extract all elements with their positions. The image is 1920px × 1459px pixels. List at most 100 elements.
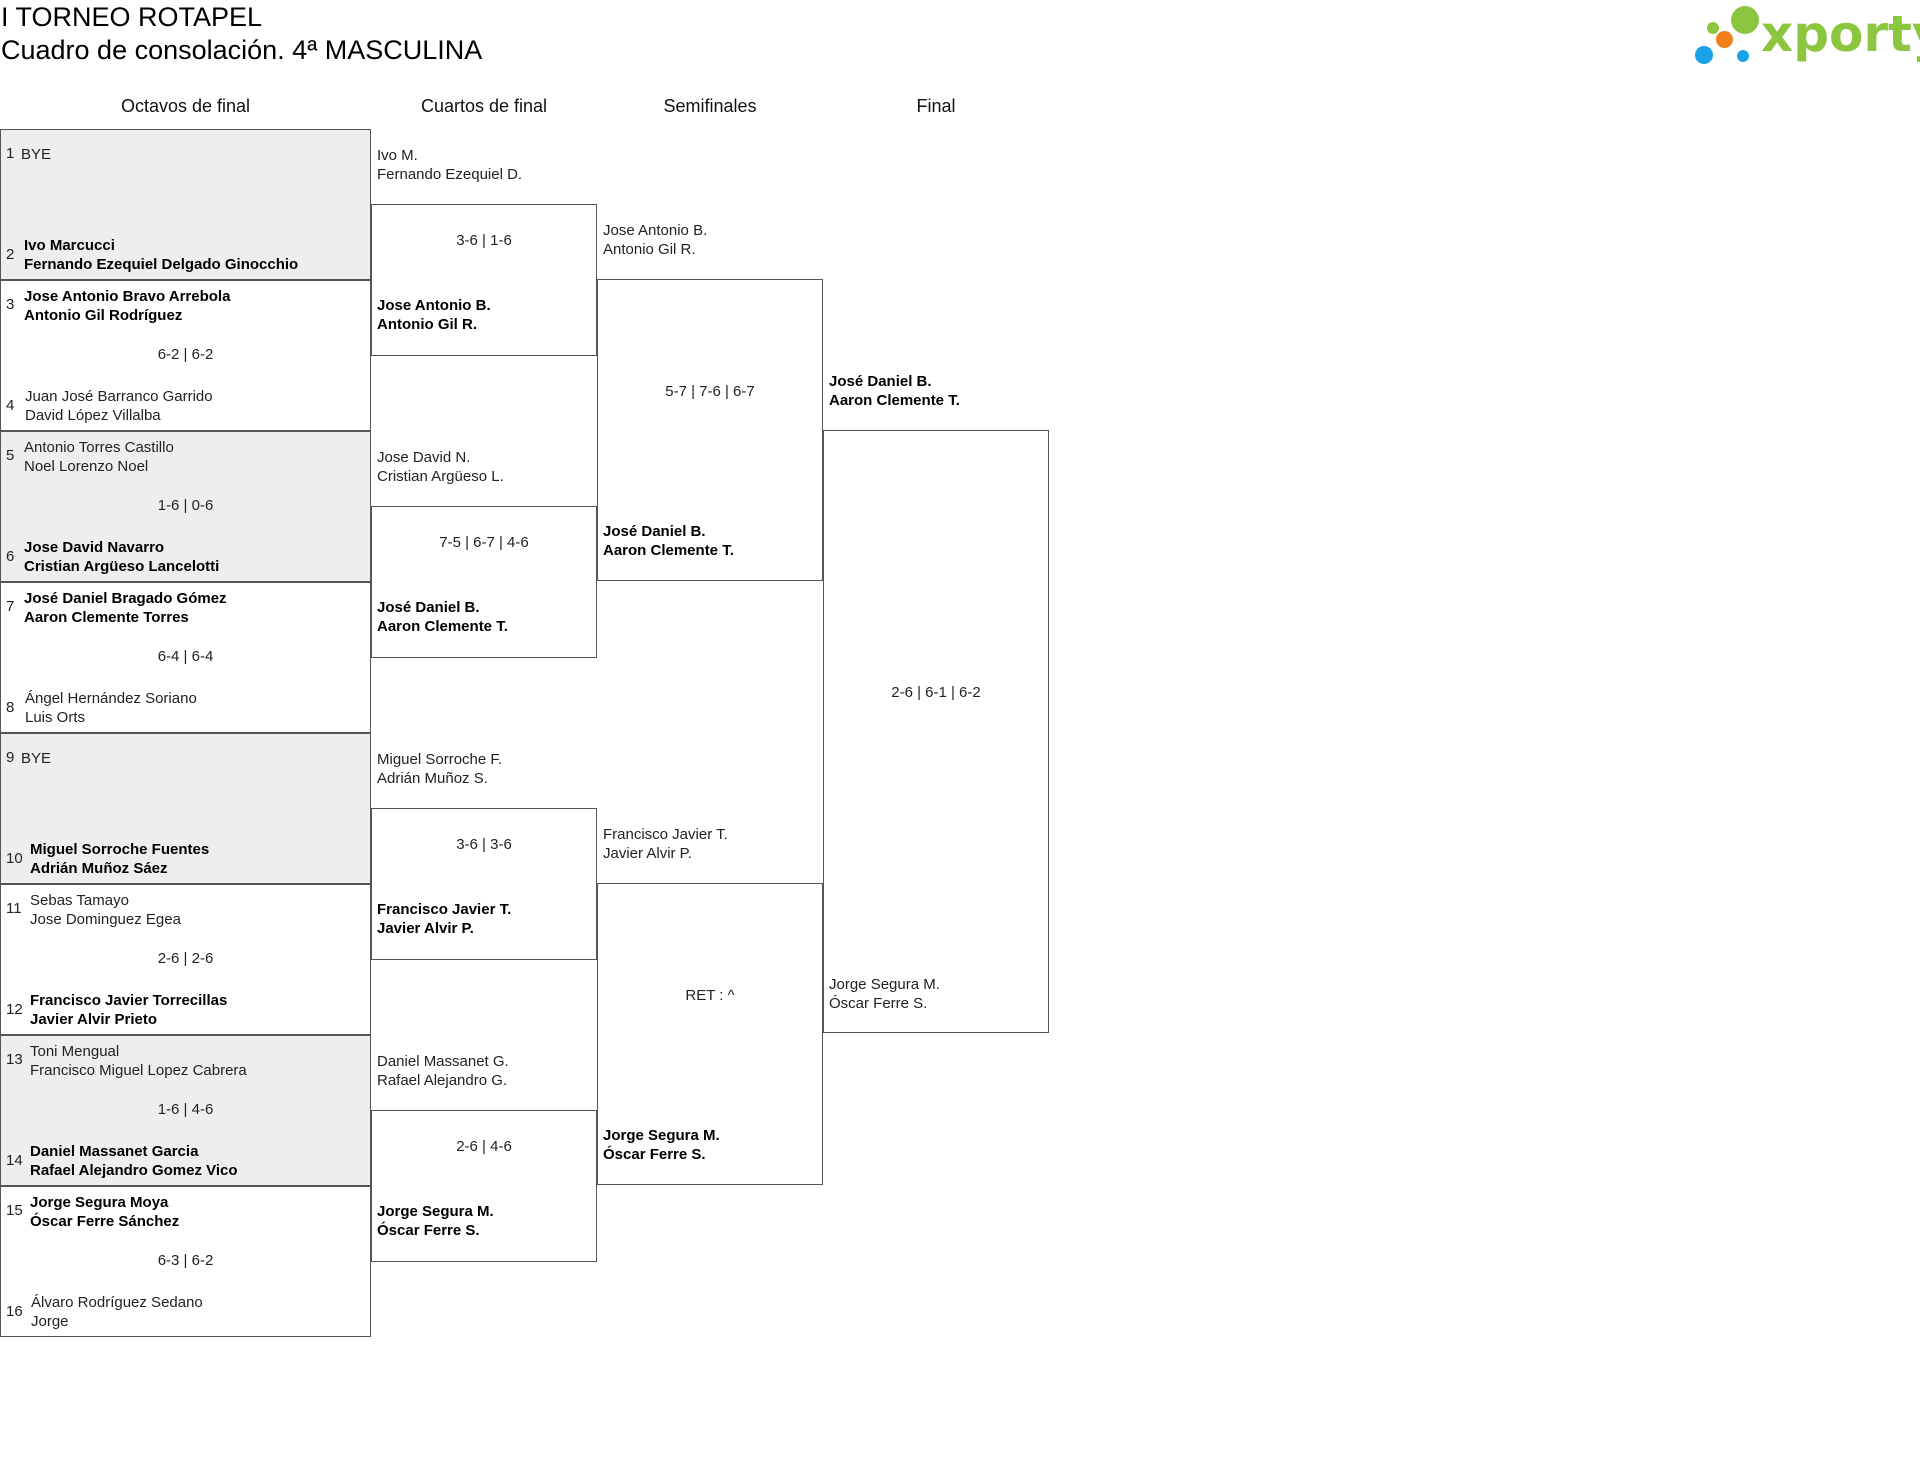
r16-match — [0, 1035, 371, 1186]
team-entry[interactable]: Francisco Javier T.Javier Alvir P. — [377, 900, 511, 938]
player-name: Óscar Ferre S. — [829, 995, 928, 1012]
team-entry[interactable]: Jorge Segura M. Óscar Ferre S. — [603, 1126, 720, 1164]
match-score: 6-3 | 6-2 — [157, 1252, 214, 1269]
seed-number: 12 — [6, 1001, 23, 1018]
player-name: Miguel Sorroche Fuentes — [30, 841, 210, 858]
bye-label: BYE — [21, 750, 52, 767]
player-name: Jorge Segura M. — [603, 1127, 720, 1144]
team-entry[interactable]: Jorge Segura M. Óscar Ferre S. — [829, 975, 940, 1013]
player-name: Óscar Ferre S. — [377, 1222, 480, 1239]
player-name: José Daniel B. — [377, 599, 480, 616]
seed-number: 14 — [6, 1152, 23, 1169]
player-name: Jorge Segura M. — [829, 976, 940, 993]
player-name: Fernando Ezequiel Delgado Ginocchio — [24, 256, 299, 273]
team-entry[interactable]: Daniel Massanet G.Rafael Alejandro G. — [377, 1052, 509, 1090]
player-name: Javier Alvir P. — [377, 920, 474, 937]
team-entry[interactable]: Jose David N. Cristian Argüeso L. — [377, 448, 504, 486]
seed-number: 5 — [6, 447, 15, 464]
match-score: 6-4 | 6-4 — [157, 648, 214, 665]
bye-label: BYE — [21, 146, 52, 163]
r16-match — [0, 884, 371, 1035]
match-score: 1-6 | 0-6 — [157, 497, 214, 514]
sf-match — [597, 883, 823, 1185]
draw-subtitle: Cuadro de consolación. 4ª MASCULINA — [1, 35, 483, 65]
team-entry[interactable]: Ivo M.Fernando Ezequiel D. — [377, 146, 522, 184]
player-name: Sebas Tamayo — [30, 892, 129, 909]
player-name: Cristian Argüeso L. — [377, 468, 504, 485]
match-score: 2-6 | 4-6 — [456, 1138, 512, 1155]
logo-dot-blue-small — [1737, 50, 1749, 62]
player-name: Jorge Segura M. — [377, 1203, 494, 1220]
tournament-title: I TORNEO ROTAPEL — [1, 2, 263, 32]
team-entry[interactable]: Jose Antonio B.Antonio Gil R. — [603, 221, 707, 259]
round-header-sf: Semifinales — [663, 96, 757, 116]
player-name: Juan José Barranco Garrido — [25, 388, 213, 405]
xporty-logo[interactable]: xporty — [1695, 2, 1920, 68]
seed-number: 10 — [6, 850, 23, 867]
player-name: Daniel Massanet Garcia — [30, 1143, 199, 1160]
player-name: Noel Lorenzo Noel — [24, 458, 149, 475]
match-score: 6-2 | 6-2 — [157, 346, 214, 363]
player-name: Ángel Hernández Soriano — [25, 690, 197, 707]
seed-number: 15 — [6, 1202, 23, 1219]
qf-match — [371, 1110, 597, 1262]
player-name: Óscar Ferre S. — [603, 1146, 706, 1163]
team-entry[interactable]: José Daniel B.Aaron Clemente T. — [829, 372, 960, 410]
player-name: David López Villalba — [25, 407, 161, 424]
seed-number: 16 — [6, 1303, 23, 1320]
team-entry[interactable]: Francisco Javier T.Javier Alvir P. — [603, 825, 728, 863]
seed-number: 13 — [6, 1051, 23, 1068]
player-name: Jose Antonio B. — [377, 297, 491, 314]
player-name: José Daniel Bragado Gómez — [24, 590, 227, 607]
match-score: 1-6 | 4-6 — [157, 1101, 214, 1118]
seed-number: 4 — [6, 397, 15, 414]
player-name: Miguel Sorroche F. — [377, 751, 503, 768]
player-name: Aaron Clemente T. — [377, 618, 508, 635]
seed-number: 6 — [6, 548, 15, 565]
player-name: Aaron Clemente T. — [603, 542, 734, 559]
player-name: Antonio Gil R. — [377, 316, 477, 333]
team-entry[interactable]: Jorge Segura M. Óscar Ferre S. — [377, 1202, 494, 1240]
logo-dot-green-small — [1707, 22, 1719, 34]
r16-match — [0, 582, 371, 733]
player-name: Toni Mengual — [30, 1043, 120, 1060]
team-entry[interactable]: Miguel Sorroche F.Adrián Muñoz S. — [377, 750, 502, 788]
player-name: Javier Alvir P. — [603, 845, 692, 862]
r16-match — [0, 129, 371, 280]
r16-match — [0, 431, 371, 582]
player-name: Jose Antonio B. — [603, 222, 708, 239]
team-entry[interactable]: Jose Antonio B. Antonio Gil R. — [377, 296, 491, 334]
r16-match — [0, 1186, 371, 1337]
team-entry[interactable]: José Daniel B. Aaron Clemente T. — [377, 598, 508, 636]
sf-match — [597, 279, 823, 581]
logo-wordmark: xporty — [1761, 5, 1920, 63]
qf-match — [371, 808, 597, 960]
match-score: 2-6 | 2-6 — [157, 950, 214, 967]
player-name: Jose David N. — [377, 449, 471, 466]
player-name: Óscar Ferre Sánchez — [30, 1213, 180, 1230]
player-name: Francisco Javier Torrecillas — [30, 992, 228, 1009]
seed-number: 9 — [6, 749, 15, 766]
player-name: Daniel Massanet G. — [377, 1053, 509, 1070]
player-name: Jorge — [31, 1313, 69, 1330]
team-entry[interactable]: José Daniel B.Aaron Clemente T. — [603, 522, 734, 560]
logo-dot-orange — [1716, 31, 1733, 48]
logo-dot-green — [1731, 6, 1759, 34]
player-name: Jose Dominguez Egea — [30, 911, 181, 928]
player-name: Aaron Clemente T. — [829, 392, 960, 409]
logo-dot-blue — [1695, 46, 1713, 64]
